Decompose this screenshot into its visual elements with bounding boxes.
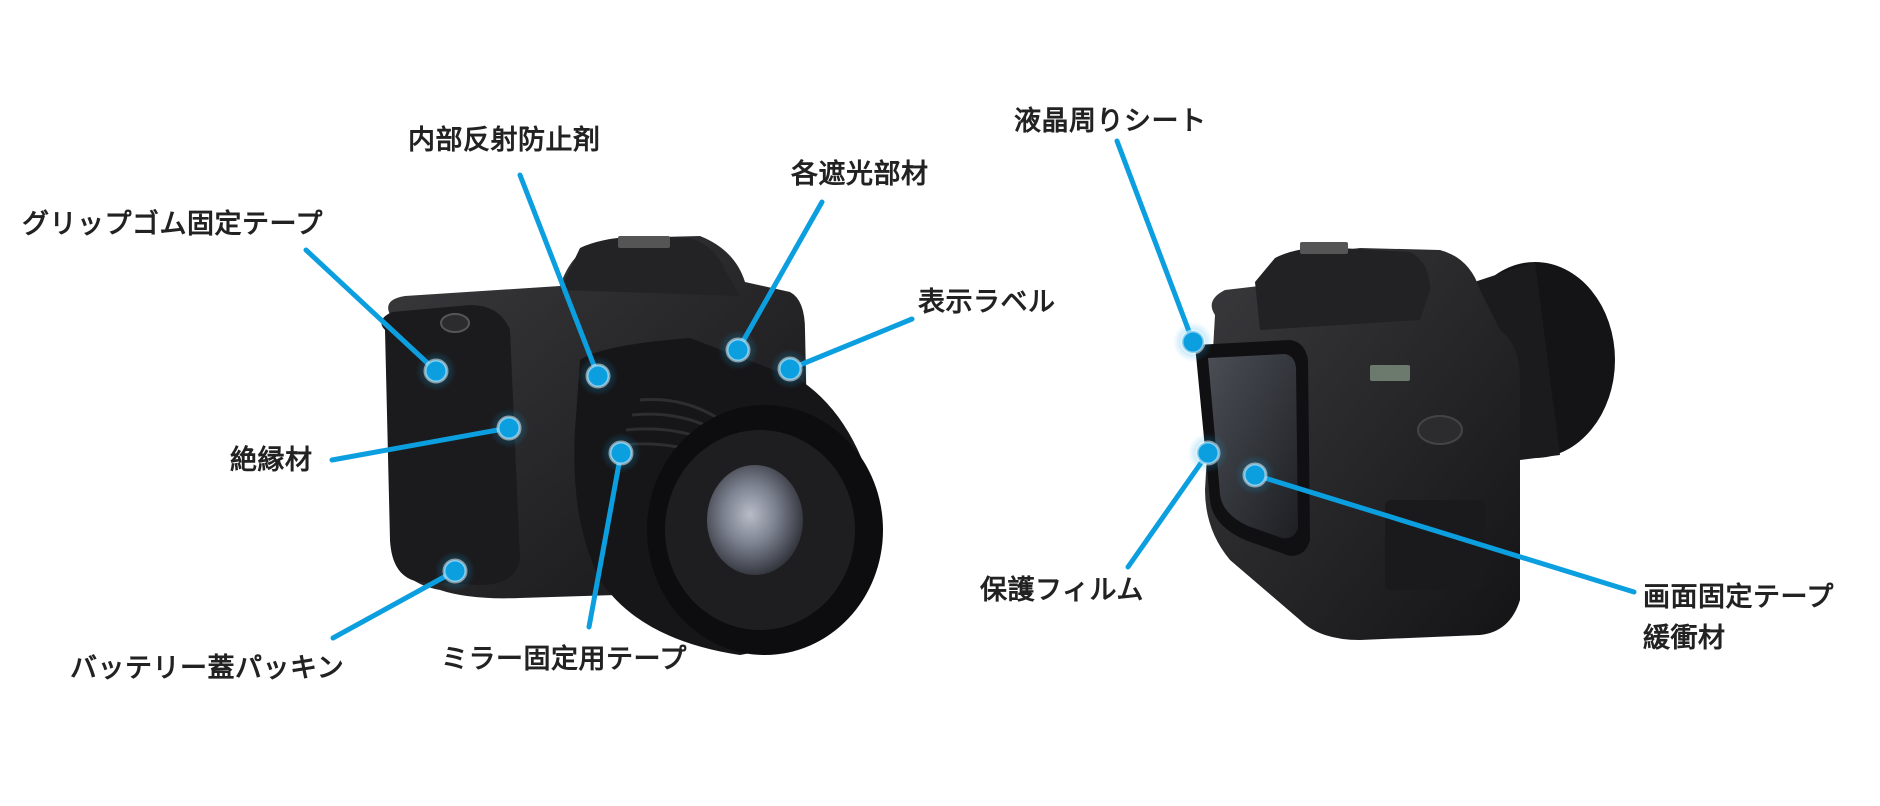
dot-grip <box>416 351 456 391</box>
shutter-button <box>440 313 470 333</box>
top-lcd <box>1370 365 1410 381</box>
label-hogo-film: 保護フィルム <box>980 575 1144 606</box>
label-zetsuen: 絶縁材 <box>230 445 313 476</box>
leader-line-kaku <box>735 199 825 353</box>
lens-glass <box>707 465 803 575</box>
back-viewfinder <box>1255 247 1430 330</box>
front-camera-illustration <box>381 236 883 655</box>
leader-line-hyouji <box>787 316 915 372</box>
dot-hogo <box>1188 433 1228 473</box>
label-gamen-tape-line1: 画面固定テープ <box>1643 582 1834 613</box>
camera-prism <box>560 236 740 296</box>
dot-zetsuen <box>489 408 529 448</box>
callout-dots <box>416 322 1275 591</box>
dot-naibu <box>578 356 618 396</box>
label-hyouji-label: 表示ラベル <box>918 287 1056 318</box>
leader-line-gamen <box>1252 472 1637 595</box>
label-ekishou-sheet: 液晶周りシート <box>1014 106 1207 137</box>
hot-shoe <box>618 236 670 248</box>
camera-grip <box>381 305 520 585</box>
dot-battery <box>435 551 475 591</box>
leader-line-battery <box>330 568 458 641</box>
leader-line-naibu <box>517 172 601 379</box>
label-naibu-hansha: 内部反射防止剤 <box>408 125 601 156</box>
leader-line-hogo <box>1125 450 1211 570</box>
leader-lines <box>303 138 1637 641</box>
label-gamen-tape: 画面固定テープ 緩衝材 <box>1643 578 1834 659</box>
rear-panel <box>1385 500 1485 590</box>
leader-line-grip <box>303 247 439 374</box>
dot-hyouji <box>770 349 810 389</box>
dot-gamen <box>1235 455 1275 495</box>
back-hot-shoe <box>1300 242 1348 254</box>
back-camera-illustration <box>1195 242 1615 640</box>
dot-kaku <box>718 330 758 370</box>
leader-line-mirror <box>586 450 624 630</box>
leader-line-zetsuen <box>329 425 512 463</box>
rear-dial <box>1417 415 1463 445</box>
label-gamen-tape-line2: 緩衝材 <box>1643 622 1726 654</box>
leader-line-ekishou <box>1114 138 1196 345</box>
rear-screen <box>1208 354 1298 539</box>
label-battery-packing: バッテリー蓋パッキン <box>70 653 345 684</box>
label-mirror-tape: ミラー固定用テープ <box>441 644 687 675</box>
dot-mirror <box>601 433 641 473</box>
label-grip-gomu: グリップゴム固定テープ <box>22 209 323 240</box>
label-kaku-shakou: 各遮光部材 <box>791 159 929 190</box>
dot-ekishou <box>1173 322 1213 362</box>
